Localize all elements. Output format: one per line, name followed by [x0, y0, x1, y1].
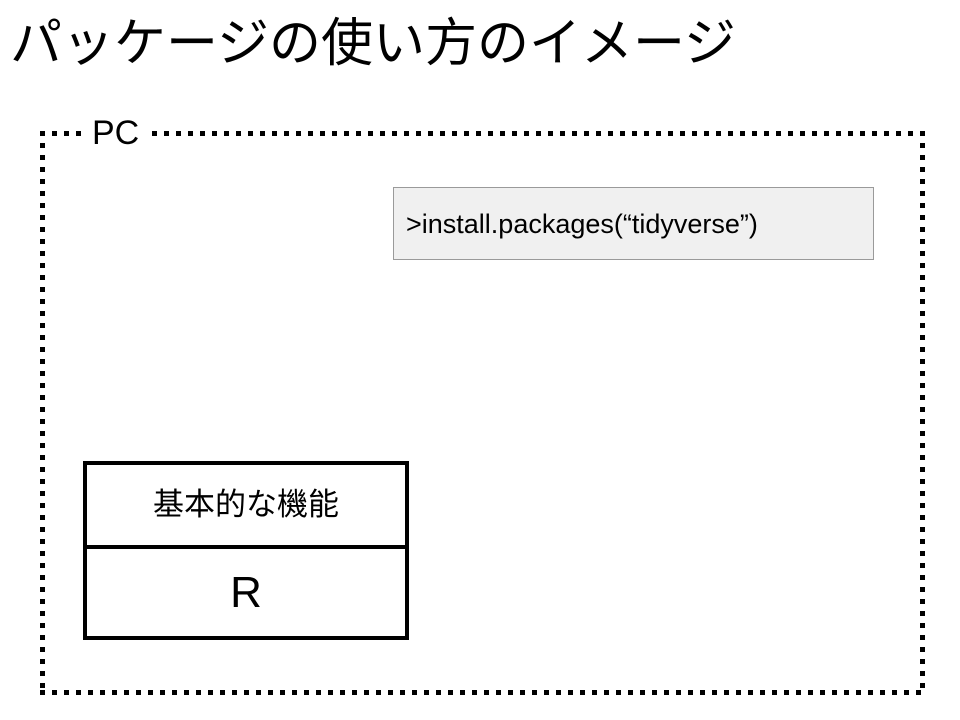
r-stack-box: 基本的な機能 R — [83, 461, 409, 640]
pc-border-left-segment — [40, 131, 45, 695]
r-name-cell: R — [87, 549, 405, 636]
pc-border-right-segment — [920, 131, 925, 695]
pc-boundary-group: PC — [40, 112, 925, 695]
r-name-label: R — [230, 567, 262, 617]
page-title: パッケージの使い方のイメージ — [10, 15, 736, 73]
pc-border-bottom-segment — [40, 690, 925, 695]
pc-border-top-left-segment — [40, 131, 88, 136]
pc-border-top-right-segment — [152, 131, 925, 136]
command-box: >install.packages(“tidyverse”) — [393, 187, 874, 260]
command-text: >install.packages(“tidyverse”) — [406, 208, 758, 239]
pc-label: PC — [86, 112, 146, 154]
r-features-cell: 基本的な機能 — [87, 465, 405, 549]
r-features-label: 基本的な機能 — [153, 487, 339, 522]
